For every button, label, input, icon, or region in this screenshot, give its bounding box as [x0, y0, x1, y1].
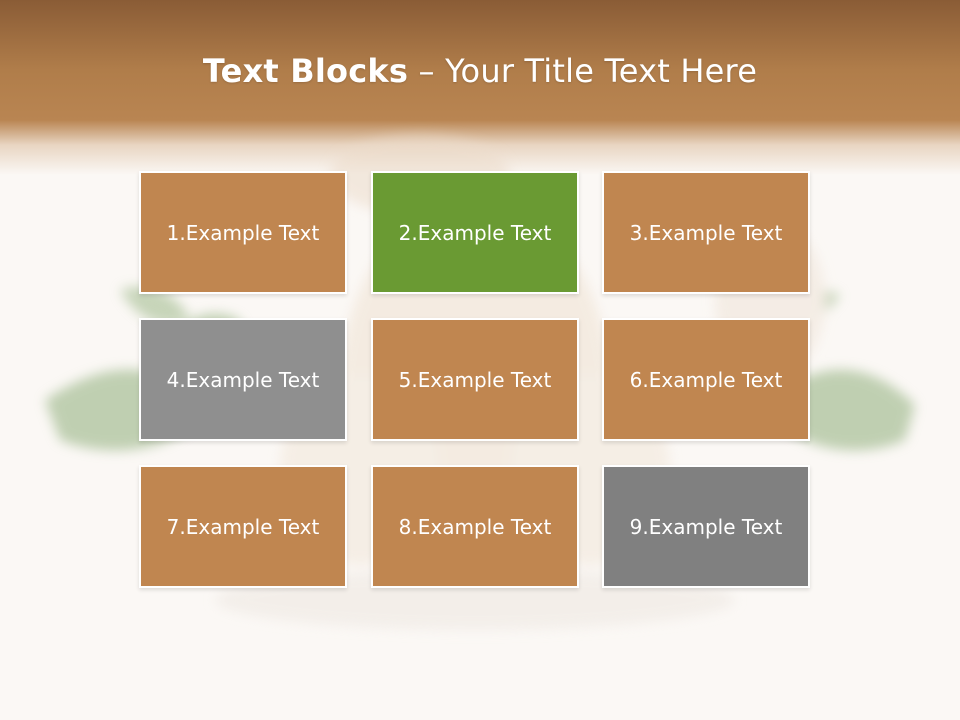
text-block-label: 7.Example Text — [166, 514, 320, 539]
title-light-part: Your Title Text Here — [445, 52, 758, 90]
text-block-8: 8.Example Text — [371, 465, 579, 588]
title-bold-part: Text Blocks — [202, 52, 409, 90]
text-block-label: 2.Example Text — [398, 220, 552, 245]
text-block-1: 1.Example Text — [139, 171, 347, 294]
slide-title: Text Blocks – Your Title Text Here — [0, 52, 960, 90]
text-block-label: 6.Example Text — [629, 367, 783, 392]
text-block-label: 9.Example Text — [629, 514, 783, 539]
text-block-6: 6.Example Text — [602, 318, 810, 441]
text-block-7: 7.Example Text — [139, 465, 347, 588]
text-block-label: 3.Example Text — [629, 220, 783, 245]
text-block-label: 8.Example Text — [398, 514, 552, 539]
text-block-label: 4.Example Text — [166, 367, 320, 392]
title-separator: – — [408, 52, 446, 90]
text-block-label: 1.Example Text — [166, 220, 320, 245]
text-block-4: 4.Example Text — [139, 318, 347, 441]
text-block-2: 2.Example Text — [371, 171, 579, 294]
text-block-9: 9.Example Text — [602, 465, 810, 588]
text-block-label: 5.Example Text — [398, 367, 552, 392]
text-block-5: 5.Example Text — [371, 318, 579, 441]
text-block-3: 3.Example Text — [602, 171, 810, 294]
